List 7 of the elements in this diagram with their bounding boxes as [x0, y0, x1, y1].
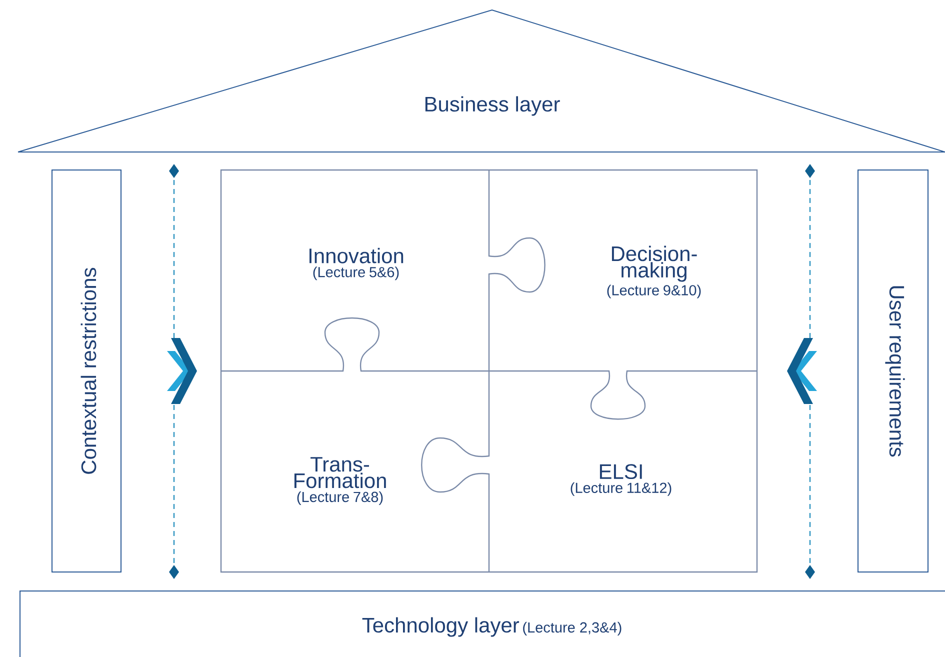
puzzle-label: Trans-Formation (Lecture 7&8): [294, 457, 386, 505]
puzzle-label: Innovation (Lecture 5&6): [310, 248, 404, 280]
side-box: User requirements: [858, 170, 928, 572]
base-box: Technology layer (Lecture 2,3&4): [20, 590, 945, 657]
side-box: Contextual restrictions: [52, 170, 122, 572]
puzzle-label: Decision-making (Lecture 9&10): [607, 246, 701, 298]
puzzle-label: ELSI (Lecture 11&12): [570, 464, 672, 496]
